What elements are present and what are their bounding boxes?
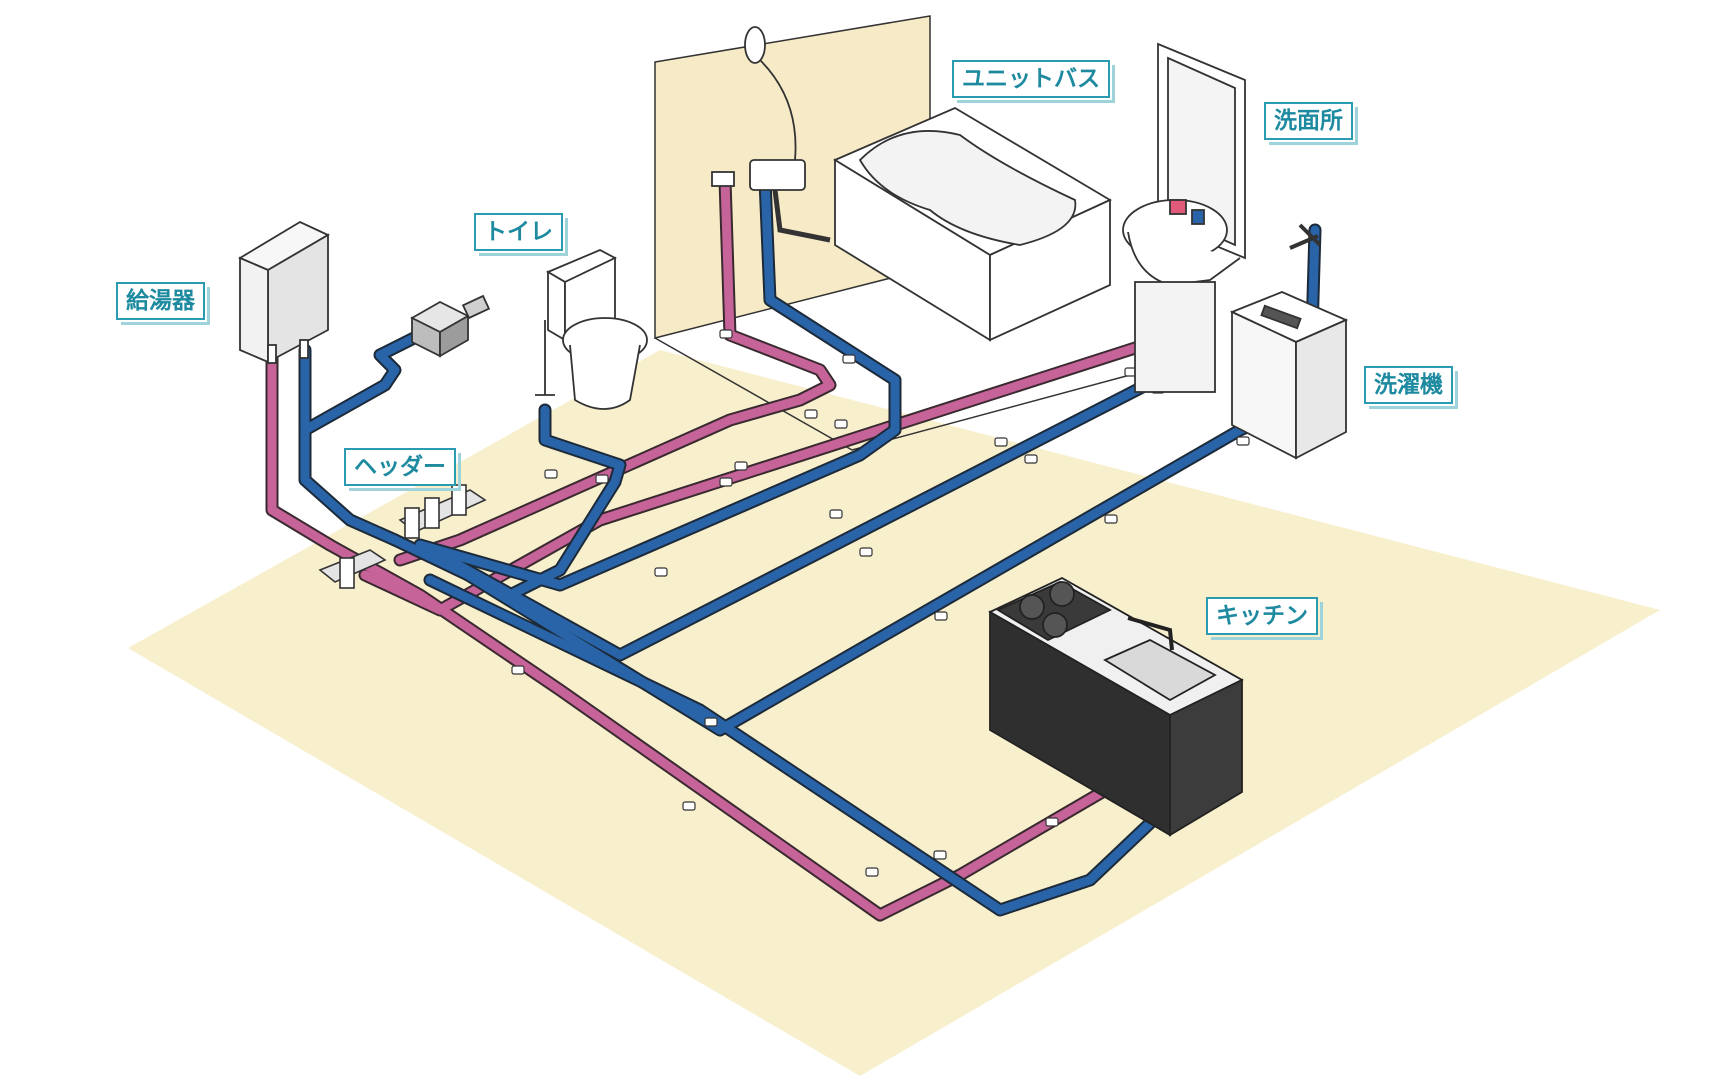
- kitchen-counter: [988, 576, 1244, 837]
- header-manifold: [318, 484, 487, 589]
- shower-fixture: [711, 26, 831, 243]
- label-washing-machine: 洗濯機: [1364, 366, 1458, 409]
- label-washroom: 洗面所: [1264, 102, 1358, 145]
- washbasin: [1122, 42, 1246, 393]
- water-heater: [238, 220, 330, 364]
- label-unit-bath: ユニットバス: [952, 60, 1115, 103]
- label-toilet: トイレ: [474, 213, 568, 256]
- bathtub: [833, 106, 1112, 342]
- label-header: ヘッダー: [344, 448, 461, 491]
- gas-valve-box: [410, 294, 491, 358]
- label-water-heater: 給湯器: [116, 282, 210, 325]
- label-kitchen: キッチン: [1206, 597, 1323, 640]
- washing-machine: [1229, 223, 1349, 460]
- bath-floor-outline: [654, 337, 1131, 451]
- floor: [128, 350, 1660, 1076]
- toilet: [535, 249, 648, 410]
